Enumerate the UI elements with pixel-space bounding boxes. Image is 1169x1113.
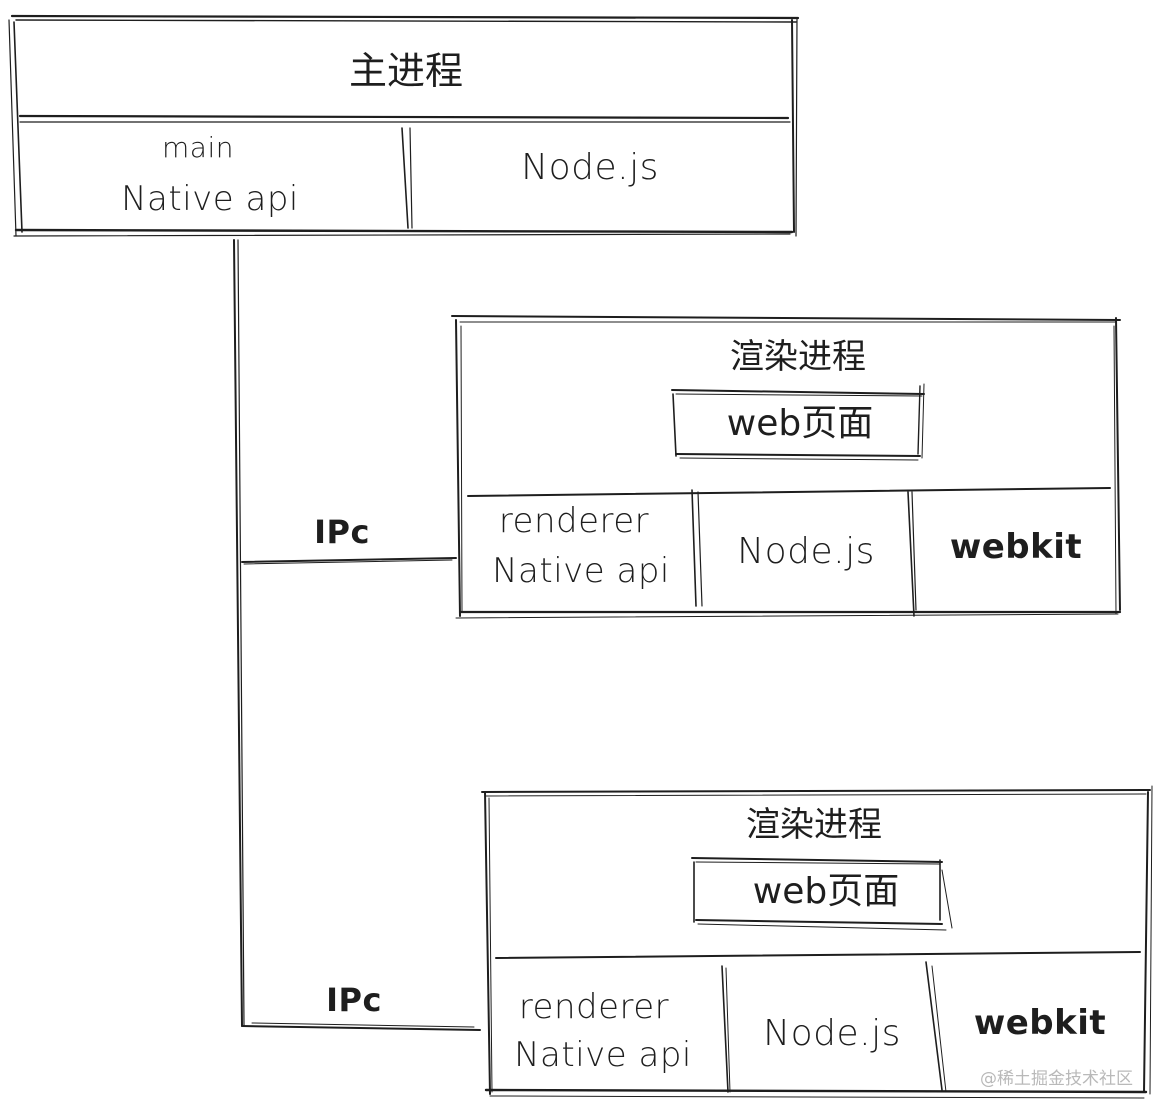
renderer-1-native-api-line2: Native api <box>492 551 670 591</box>
ipc-branch-1 <box>241 557 457 565</box>
renderer-2-webkit-cell: webkit <box>973 1003 1107 1043</box>
main-native-api-line1: main <box>162 131 234 164</box>
watermark: @稀土掘金技术社区 <box>980 1069 1133 1089</box>
main-process-box <box>8 14 800 237</box>
renderer-1-nodejs-cell: Node.js <box>737 531 875 572</box>
renderer-2-native-api-line2: Native api <box>514 1035 692 1075</box>
renderer-2-title: 渲染进程 <box>746 805 882 845</box>
ipc-label-2: IPc <box>326 981 382 1019</box>
renderer-1-webkit-cell: webkit <box>949 527 1083 567</box>
renderer-1-title: 渲染进程 <box>730 337 866 377</box>
renderer-process-box-2 <box>481 785 1153 1099</box>
renderer-2-web-page-box: web页面 <box>752 871 900 912</box>
ipc-label-1: IPc <box>314 513 370 551</box>
ipc-trunk-line <box>233 239 245 1027</box>
renderer-1-native-api-line1: renderer <box>498 501 650 541</box>
renderer-2-nodejs-cell: Node.js <box>763 1013 901 1054</box>
renderer-process-box-1 <box>451 315 1122 619</box>
ipc-branch-2 <box>241 1022 481 1031</box>
main-process-title: 主进程 <box>348 49 463 93</box>
renderer-1-web-page-box: web页面 <box>726 403 874 444</box>
main-native-api-line2: Native api <box>121 179 299 219</box>
main-nodejs-cell: Node.js <box>521 147 659 188</box>
renderer-2-native-api-line1: renderer <box>518 987 670 1027</box>
